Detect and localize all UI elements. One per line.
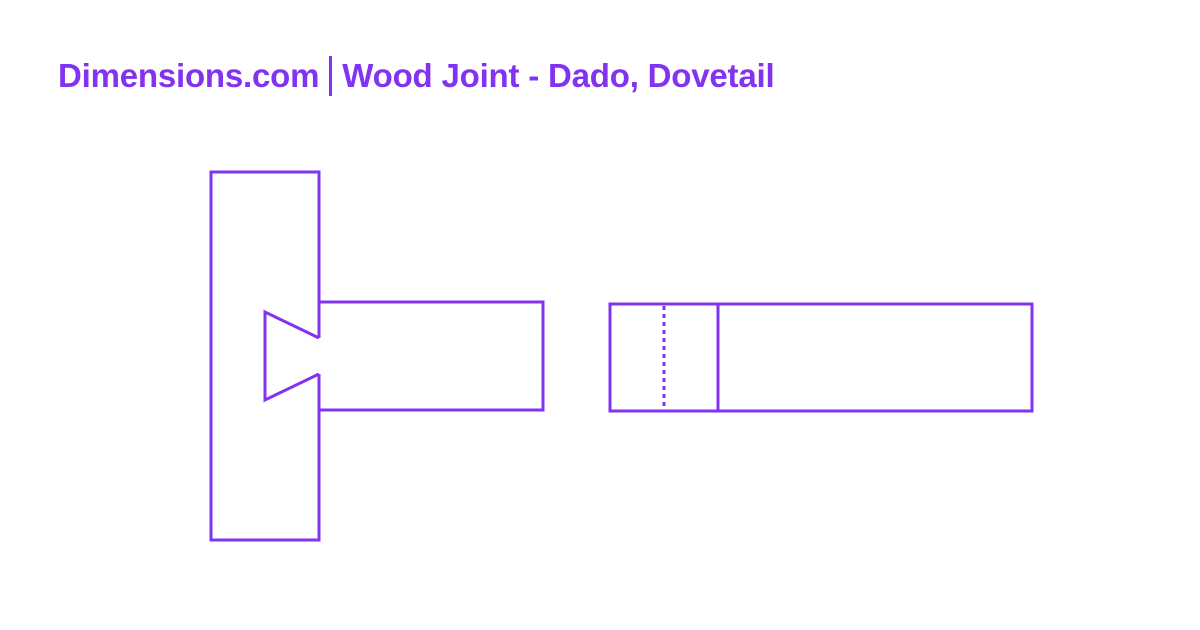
brand-name: Dimensions.com [58, 57, 320, 94]
side-view [608, 302, 1034, 413]
page-title: Dimensions.com Wood Joint - Dado, Dovetai… [58, 54, 775, 98]
horizontal-board-outline [319, 300, 545, 412]
section-view [209, 170, 545, 542]
side-board-outline [608, 302, 1034, 413]
vertical-board-outline [209, 170, 321, 542]
dovetail-tail [263, 309, 320, 403]
title-separator [329, 56, 333, 96]
drawing-title: Wood Joint - Dado, Dovetail [342, 57, 775, 94]
